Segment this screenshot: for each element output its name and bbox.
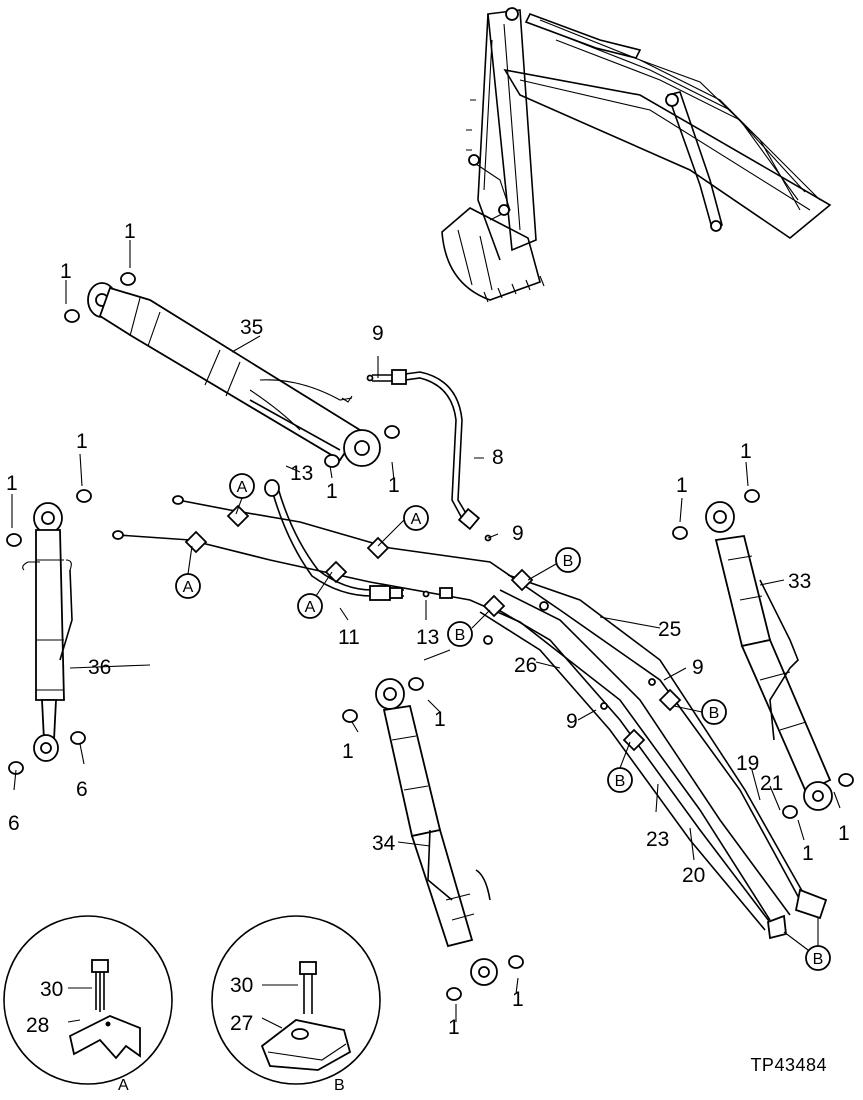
callout-28: 28 [26, 1014, 49, 1037]
marker-b-3: B [701, 699, 727, 725]
marker-b-4: B [607, 767, 633, 793]
callout-30: 30 [230, 974, 253, 997]
hose-11 [264, 479, 453, 601]
detail-a-label: A [118, 1077, 129, 1094]
callout-1: 1 [802, 842, 814, 865]
marker-a-4: A [297, 593, 323, 619]
excavator-overview [441, 7, 832, 303]
detail-b-label: B [334, 1077, 345, 1094]
marker-b-5: B [805, 945, 831, 971]
callout-1: 1 [76, 430, 88, 453]
marker-a-1: A [229, 473, 255, 499]
callout-23: 23 [646, 828, 669, 851]
callout-1: 1 [740, 440, 752, 463]
callout-21: 21 [760, 772, 783, 795]
svg-text:B: B [709, 705, 720, 722]
svg-text:B: B [455, 627, 466, 644]
callout-1: 1 [60, 260, 72, 283]
svg-text:A: A [183, 579, 194, 596]
callout-6: 6 [76, 778, 88, 801]
callout-34: 34 [372, 832, 396, 855]
callout-1: 1 [512, 988, 524, 1011]
hose-8 [366, 369, 492, 542]
callout-36: 36 [88, 656, 111, 679]
cylinder-35 [64, 272, 400, 468]
callout-numbers: 35 36 33 34 8 11 13 13 9 9 9 9 25 26 19 … [6, 220, 850, 1094]
tube-lines-upper [112, 495, 811, 931]
marker-b-2: B [447, 621, 473, 647]
callout-13: 13 [290, 462, 313, 485]
svg-text:A: A [305, 599, 316, 616]
svg-text:B: B [563, 553, 574, 570]
callout-9: 9 [566, 710, 578, 733]
tube-end-fittings [483, 601, 828, 940]
leader-lines [11, 240, 841, 1029]
callout-1: 1 [6, 472, 18, 495]
callout-9: 9 [372, 322, 384, 345]
svg-text:A: A [237, 479, 248, 496]
callout-19: 19 [736, 752, 759, 775]
callout-9: 9 [512, 522, 524, 545]
callout-1: 1 [388, 474, 400, 497]
callout-25: 25 [658, 618, 681, 641]
callout-1: 1 [676, 474, 688, 497]
callout-1: 1 [434, 708, 446, 731]
callout-20: 20 [682, 864, 705, 887]
callout-30: 30 [40, 978, 63, 1001]
svg-text:A: A [411, 511, 422, 528]
callout-35: 35 [240, 316, 263, 339]
svg-text:B: B [813, 951, 824, 968]
callout-8: 8 [492, 446, 504, 469]
callout-1: 1 [838, 822, 850, 845]
marker-a-2: A [403, 505, 429, 531]
callout-26: 26 [514, 654, 537, 677]
svg-text:B: B [615, 773, 626, 790]
callout-1: 1 [326, 480, 338, 503]
callout-1: 1 [124, 220, 136, 243]
callout-1: 1 [448, 1016, 460, 1039]
marker-a-3: A [175, 573, 201, 599]
detail-b [211, 915, 381, 1085]
cylinder-34 [342, 677, 524, 1001]
callout-11: 11 [338, 626, 360, 649]
callout-13: 13 [416, 626, 439, 649]
callout-6: 6 [8, 812, 20, 835]
marker-b-1: B [555, 547, 581, 573]
cylinder-33 [672, 489, 854, 819]
detail-a [3, 915, 173, 1085]
callout-33: 33 [788, 570, 811, 593]
callout-27: 27 [230, 1012, 253, 1035]
callout-1: 1 [342, 740, 354, 763]
figure-id: TP43484 [750, 1055, 827, 1075]
cylinder-36 [6, 489, 92, 775]
callout-9: 9 [692, 656, 704, 679]
